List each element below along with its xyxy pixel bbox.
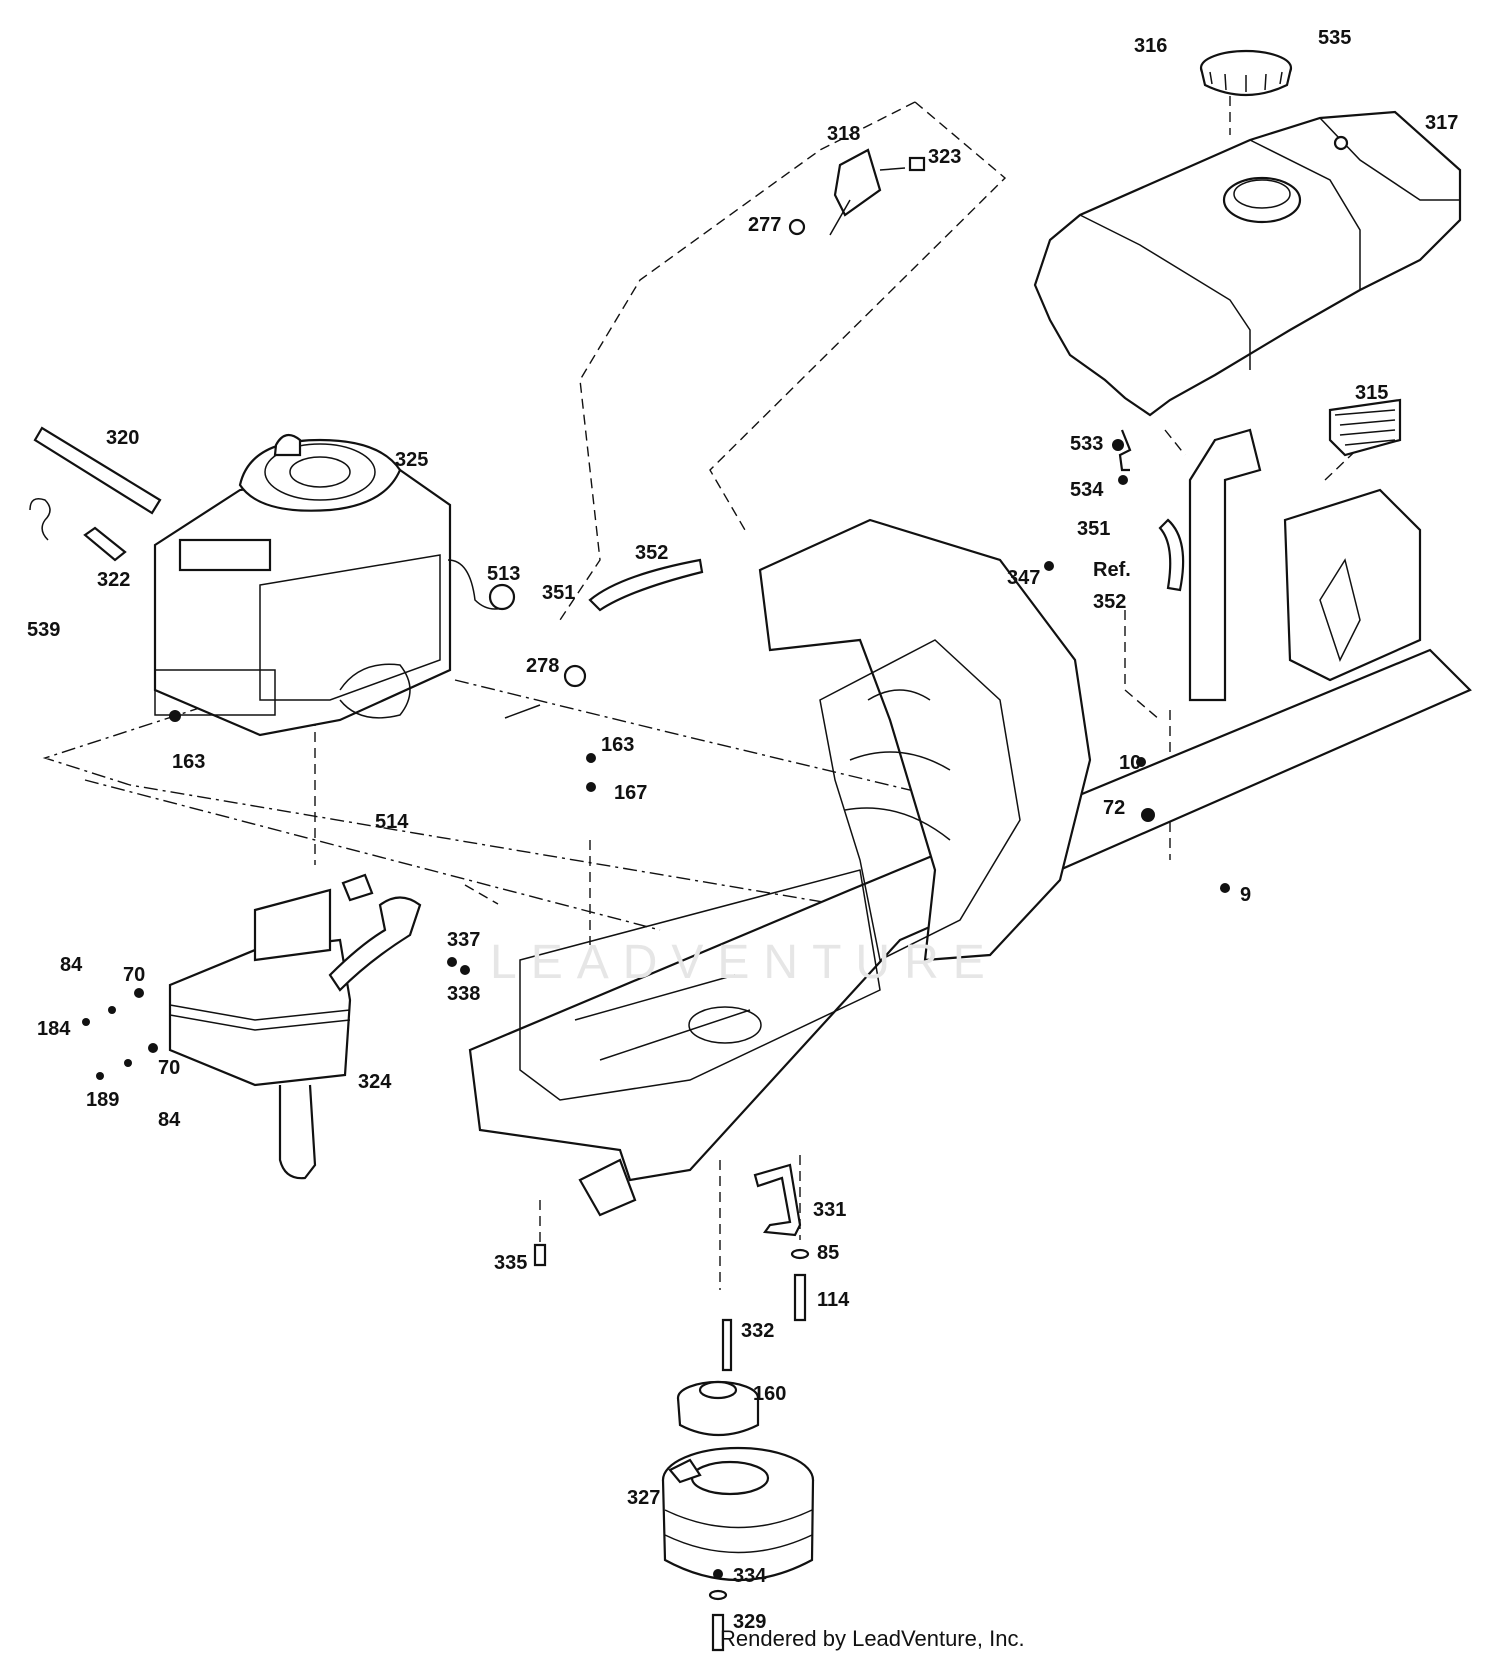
part-number-184: 184 — [37, 1018, 71, 1040]
part-number-85: 85 — [817, 1242, 840, 1264]
part-number-70-upper: 70 — [123, 964, 146, 986]
part-number-331: 331 — [813, 1199, 847, 1221]
part-number-334: 334 — [733, 1565, 767, 1587]
part-number-337: 337 — [447, 929, 481, 951]
hardware-dots — [82, 439, 1230, 1579]
part-number-329: 329 — [733, 1611, 767, 1633]
part-number-322: 322 — [97, 569, 131, 591]
part-number-335: 335 — [494, 1252, 528, 1274]
fuel-line-icon — [488, 429, 1185, 719]
part-number-189: 189 — [86, 1089, 120, 1111]
part-number-534: 534 — [1070, 479, 1104, 501]
part-number-327: 327 — [627, 1487, 661, 1509]
part-number-323: 323 — [928, 146, 962, 168]
part-number-338: 338 — [447, 983, 481, 1005]
part-number-317: 317 — [1425, 112, 1459, 134]
part-number-539: 539 — [27, 619, 61, 641]
part-number-324: 324 — [358, 1071, 392, 1093]
part-number-513: 513 — [487, 563, 521, 585]
part-number-320: 320 — [106, 427, 140, 449]
assembly-lines — [42, 80, 1391, 1290]
part-number-318: 318 — [827, 123, 861, 145]
part-number-514: 514 — [375, 811, 409, 833]
part-number-332: 332 — [741, 1320, 775, 1342]
fuel-tank-icon — [1033, 110, 1462, 417]
watermark: LEADVENTURE — [490, 936, 999, 989]
part-number-72: 72 — [1103, 797, 1126, 819]
pto-clutch-icon — [661, 1446, 815, 1581]
air-filter-icon — [1328, 398, 1402, 457]
part-number-114: 114 — [817, 1289, 850, 1311]
part-number-84-upper: 84 — [60, 954, 83, 976]
ref-label: Ref. — [1093, 559, 1131, 581]
part-number-84-lower: 84 — [158, 1109, 181, 1131]
part-number-351-tank: 351 — [1077, 518, 1111, 540]
part-number-325: 325 — [395, 449, 429, 471]
pulley-icon — [676, 1318, 760, 1437]
part-number-278: 278 — [526, 655, 560, 677]
part-number-163-engine: 163 — [172, 751, 206, 773]
part-number-533: 533 — [1070, 433, 1104, 455]
fuel-hose-icon — [33, 426, 162, 515]
gas-cap-icon — [1199, 49, 1293, 97]
engine-icon — [153, 433, 511, 737]
part-number-167: 167 — [614, 782, 648, 804]
part-number-352-ref: 352 — [1093, 591, 1127, 613]
part-number-316: 316 — [1134, 35, 1168, 57]
footer-credit: Rendered by LeadVenture, Inc. — [720, 1626, 1025, 1651]
part-number-70-lower: 70 — [158, 1057, 181, 1079]
part-number-277: 277 — [748, 214, 782, 236]
fuel-filter-icon — [29, 498, 127, 562]
muffler-icon — [168, 873, 422, 1180]
frame-icon — [468, 428, 1472, 1217]
part-number-10: 10 — [1119, 752, 1142, 774]
clutch-arm-icon — [533, 1163, 810, 1322]
part-number-315: 315 — [1355, 382, 1389, 404]
part-number-9: 9 — [1240, 884, 1252, 906]
part-number-347: 347 — [1007, 567, 1041, 589]
part-number-160: 160 — [753, 1383, 787, 1405]
part-number-351: 351 — [542, 582, 576, 604]
part-number-352: 352 — [635, 542, 669, 564]
part-number-535: 535 — [1318, 27, 1352, 49]
part-number-163: 163 — [601, 734, 635, 756]
bolt-329-icon — [708, 1589, 728, 1652]
throttle-control-icon — [788, 148, 926, 236]
